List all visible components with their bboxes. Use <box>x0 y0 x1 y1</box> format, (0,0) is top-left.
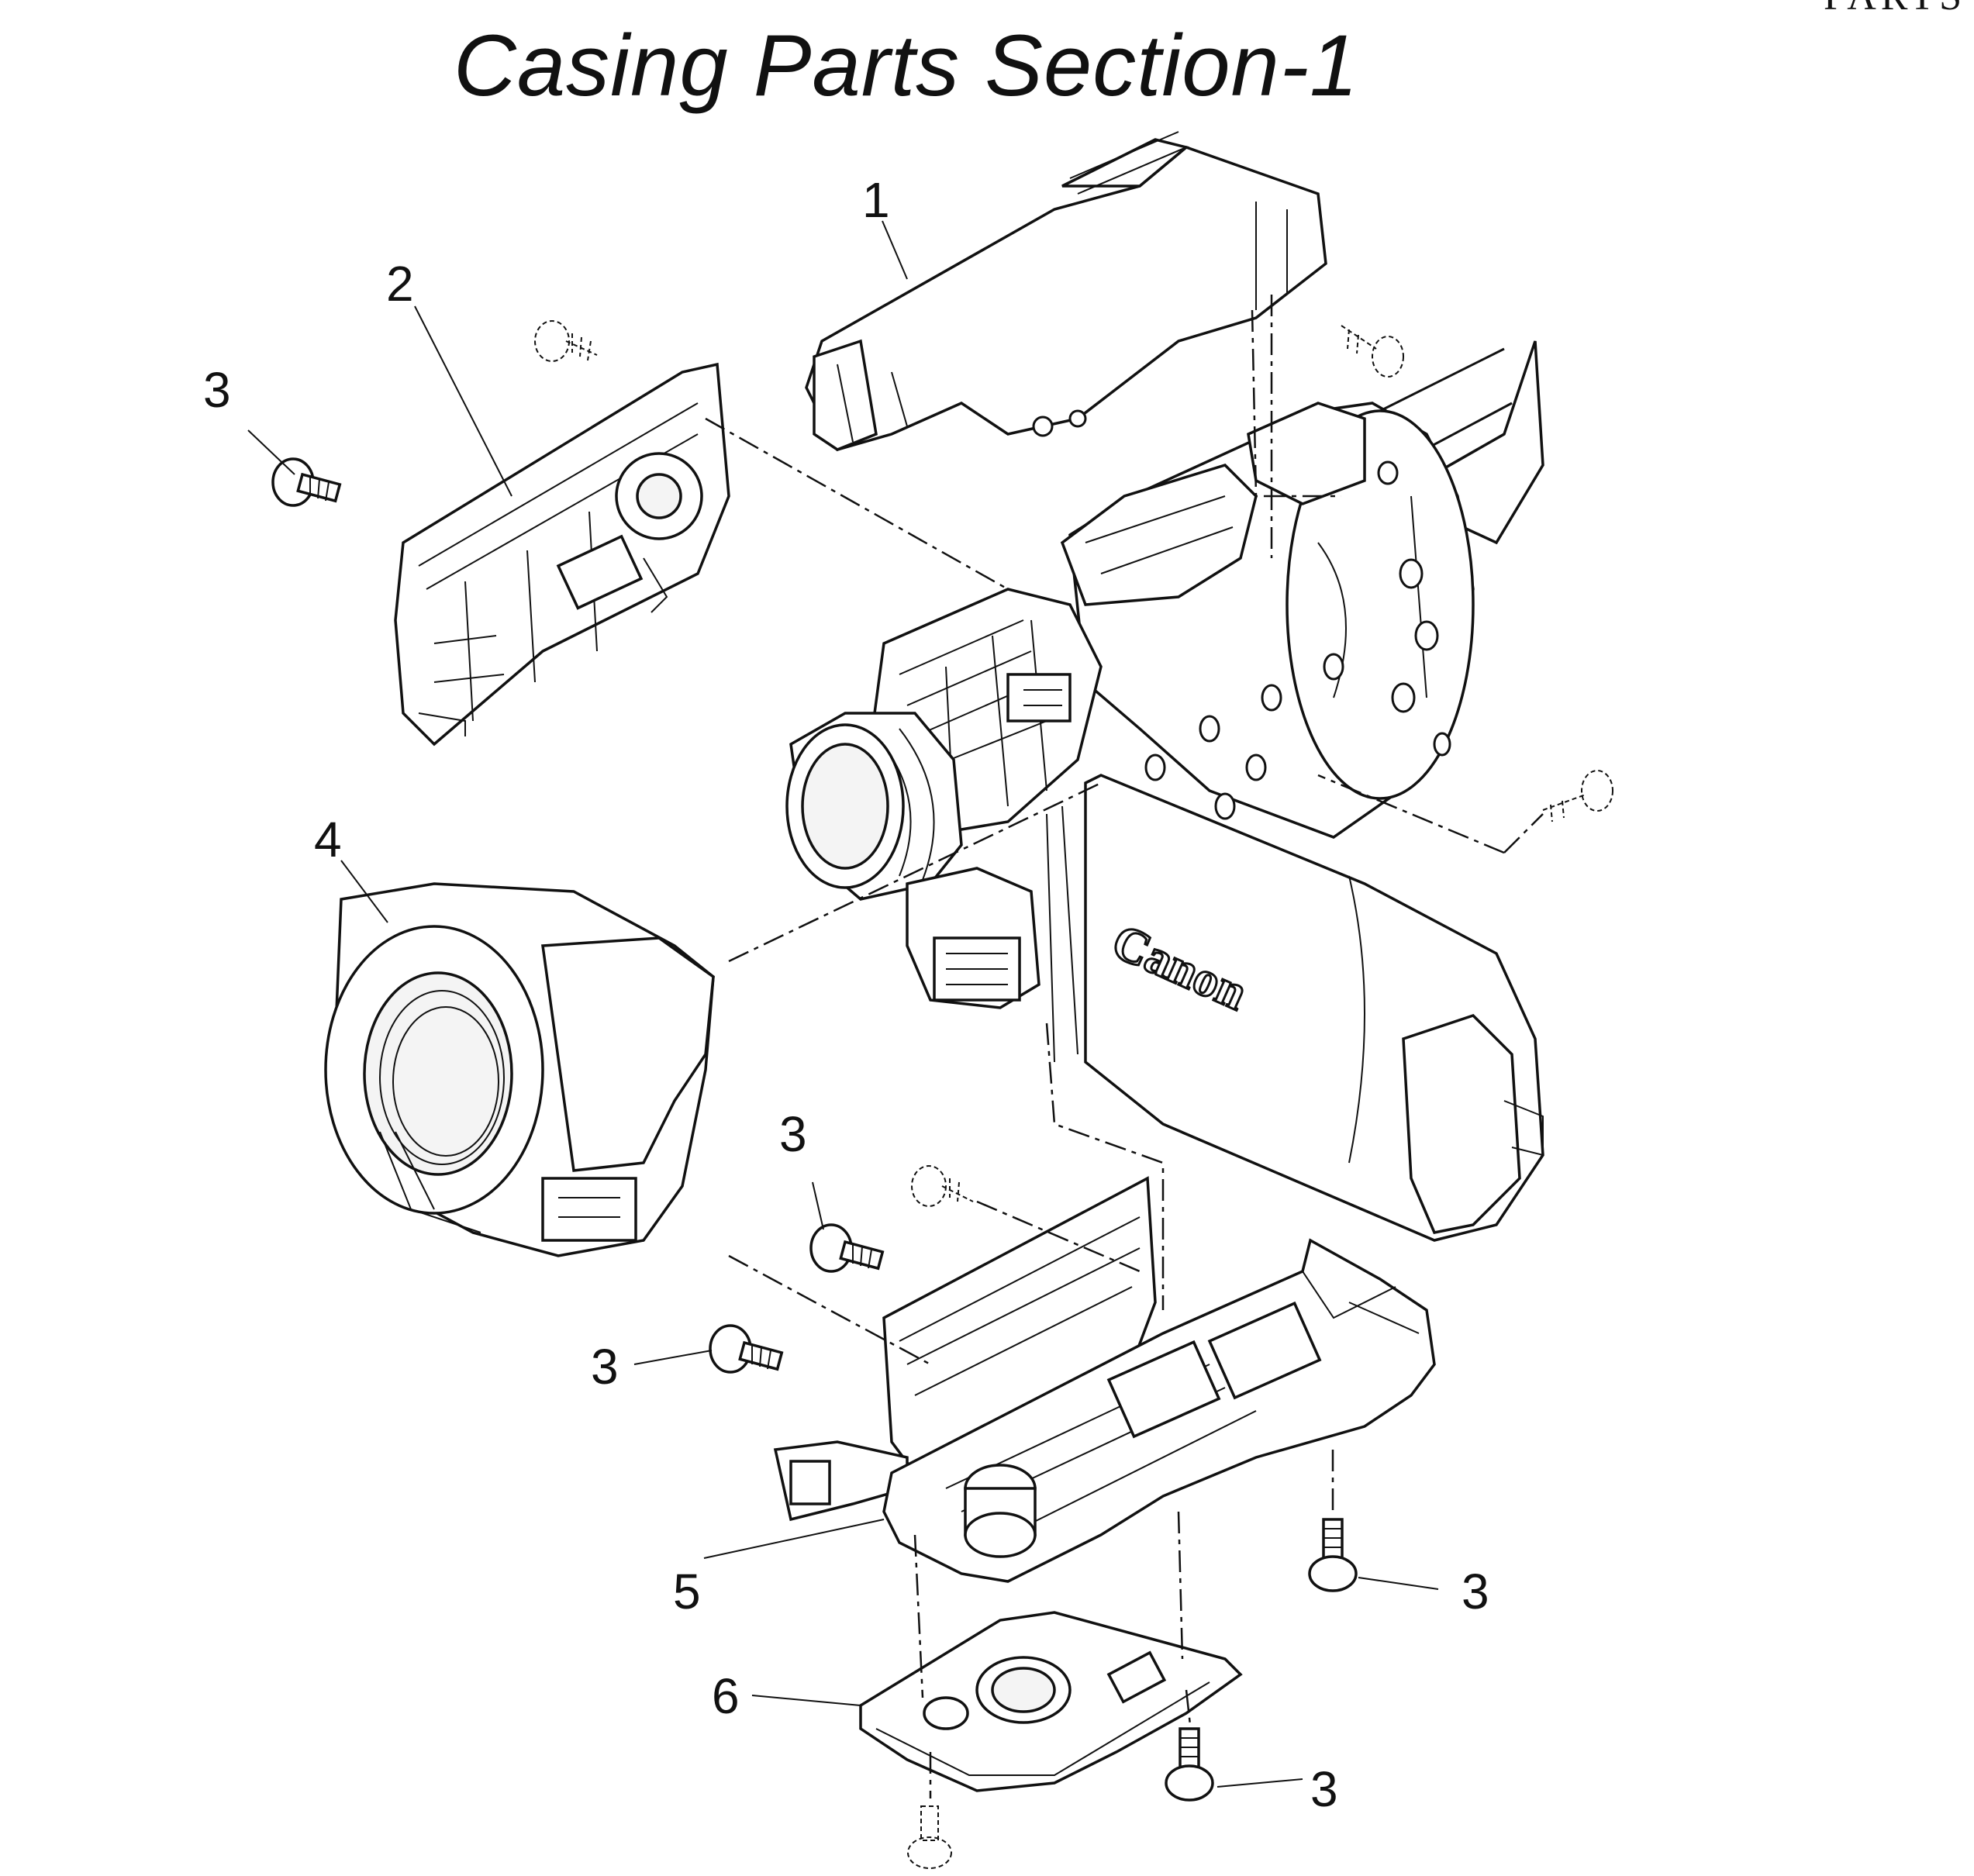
screw-hidden-top <box>534 320 598 362</box>
assembly-guide-lines <box>705 295 1544 1798</box>
callout-3-top-left: 3 <box>203 362 231 418</box>
part-6-bottom-plate <box>859 1611 1243 1792</box>
screw-hidden-top-right <box>1341 325 1404 378</box>
callout-6: 6 <box>712 1668 740 1724</box>
screw-middle <box>809 1223 885 1273</box>
callout-1: 1 <box>862 172 890 228</box>
callout-3-lower-left: 3 <box>591 1339 619 1395</box>
part-2-side-panel <box>394 362 730 747</box>
part-4-front-cover <box>324 882 715 1257</box>
screw-top-left <box>271 457 342 507</box>
part-5-bottom-chassis <box>773 1176 1436 1583</box>
screw-lower-left <box>709 1324 784 1374</box>
callout-3-bottom: 3 <box>1310 1761 1338 1817</box>
callout-5: 5 <box>673 1564 701 1619</box>
callout-leader-lines <box>247 220 1439 1788</box>
callout-numbers: 1 2 3 4 3 3 5 3 6 3 <box>203 172 1489 1817</box>
camera-body: Canon <box>785 340 1544 1242</box>
callout-3-lower-right: 3 <box>1462 1564 1489 1619</box>
corner-label: PARTS <box>1824 0 1966 19</box>
screw-bottom-right <box>1165 1727 1214 1802</box>
screw-hidden-right <box>1542 770 1613 822</box>
callout-3-middle: 3 <box>779 1106 807 1162</box>
callout-2: 2 <box>386 256 414 312</box>
screws <box>271 320 1613 1869</box>
screw-lower-right <box>1308 1518 1358 1592</box>
screw-hidden-middle <box>911 1165 974 1207</box>
screw-hidden-bottom <box>907 1805 952 1869</box>
part-1-top-cover <box>805 131 1327 452</box>
callout-4: 4 <box>314 812 342 867</box>
diagram-title: Casing Parts Section-1 <box>454 17 1359 114</box>
